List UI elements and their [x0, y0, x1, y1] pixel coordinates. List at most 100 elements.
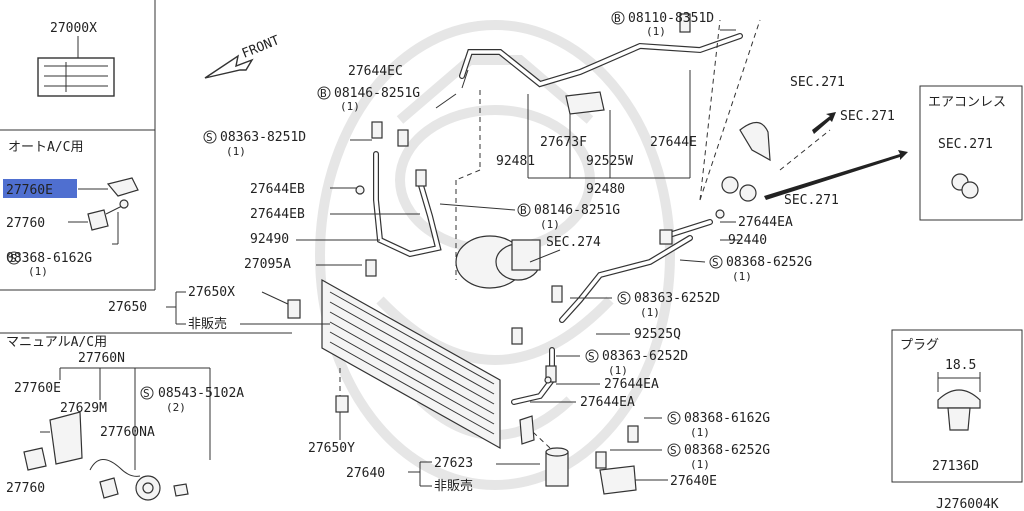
label-27644ea-3: 27644EA — [580, 395, 635, 410]
bolt-icon-3 — [415, 169, 427, 187]
label-sec271-c: SEC.271 — [784, 193, 839, 208]
label-27760-auto: 27760 — [6, 216, 45, 231]
s-mark-manual: S — [140, 386, 154, 400]
label-92525w: 92525W — [586, 154, 633, 169]
bracket-icon — [49, 411, 83, 465]
svg-text:S: S — [143, 387, 150, 400]
svg-text:B: B — [520, 204, 527, 217]
bolt-icon-6 — [511, 327, 523, 345]
bracket-icon-27673f — [565, 91, 605, 115]
sensor-bracket-icon — [106, 177, 139, 197]
label-27644e: 27644E — [650, 135, 697, 150]
svg-text:B: B — [320, 87, 327, 100]
qty-08110: (1) — [646, 25, 666, 38]
label-08543: 08543-5102A — [158, 386, 244, 401]
label-27629m: 27629M — [60, 401, 107, 416]
label-sec271-b: SEC.271 — [840, 109, 895, 124]
label-not-sold-1: 非販売 — [188, 316, 227, 332]
label-sticker-27000x: 27000X — [37, 21, 115, 97]
label-27644ec: 27644EC — [348, 64, 403, 79]
label-27760n: 27760N — [78, 351, 125, 366]
label-27644eb-2: 27644EB — [250, 207, 305, 222]
plug-heading: プラグ — [900, 338, 939, 353]
left-panels — [0, 0, 292, 334]
bolt-icon-8 — [627, 425, 639, 443]
label-27760e-auto: 27760E — [6, 183, 53, 198]
label-27640: 27640 — [346, 466, 385, 481]
label-08146-8251g-b: 08146-8251G — [534, 203, 620, 218]
label-92480: 92480 — [586, 182, 625, 197]
no-ac-box: エアコンレス SEC.271 — [919, 85, 1023, 221]
bracket-icon-27640e — [599, 465, 637, 495]
qty-08146-a: (1) — [340, 100, 360, 113]
label-27000x: 27000X — [50, 21, 97, 36]
label-08368-6252g-a: 08368-6252G — [726, 255, 812, 270]
bolt-icon-4 — [365, 259, 377, 277]
o-ring-icon-1 — [721, 176, 739, 194]
svg-text:S: S — [670, 412, 677, 425]
label-08146-8251g-a: 08146-8251G — [334, 86, 420, 101]
label-sec271-a: SEC.271 — [790, 75, 845, 90]
label-08363-6252d-a: 08363-6252D — [634, 291, 720, 306]
label-27760na: 27760NA — [100, 425, 155, 440]
sec271-part-icon — [739, 121, 771, 162]
label-27644eb-1: 27644EB — [250, 182, 305, 197]
label-08363-6252d-b: 08363-6252D — [602, 349, 688, 364]
label-not-sold-2: 非販売 — [434, 478, 473, 494]
plug-icon — [937, 389, 981, 409]
front-arrow: FRONT — [204, 33, 282, 79]
bolt-icon-1 — [371, 121, 383, 139]
label-sec274: SEC.274 — [546, 235, 601, 250]
svg-text:S: S — [10, 252, 17, 265]
label-08368-auto: 08368-6162G — [6, 251, 92, 266]
label-27644ea-1: 27644EA — [738, 215, 793, 230]
compressor-icon — [455, 235, 541, 289]
svg-text:B: B — [614, 12, 621, 25]
label-92481: 92481 — [496, 154, 535, 169]
qty-08368-a: (1) — [732, 270, 752, 283]
label-08110-8351d: 08110-8351D — [628, 11, 714, 26]
label-27650x: 27650X — [188, 285, 235, 300]
label-27760-manual: 27760 — [6, 481, 45, 496]
qty-08146-b: (1) — [540, 218, 560, 231]
plug-part-label: 27136D — [932, 459, 979, 474]
label-08368-6252g-b: 08368-6252G — [684, 443, 770, 458]
screw-icon-manual — [173, 483, 189, 497]
bolt-icon-9 — [595, 451, 607, 469]
sensor-icon — [87, 209, 109, 231]
label-92440: 92440 — [728, 233, 767, 248]
label-27673f: 27673F — [540, 135, 587, 150]
s-mark-auto: S — [7, 251, 21, 265]
no-ac-sec271: SEC.271 — [938, 137, 993, 152]
qty-08363-c: (1) — [608, 364, 628, 377]
bolt-icon-10 — [679, 13, 691, 33]
receiver-drier-icon — [545, 447, 569, 487]
part-labels: B 08110-8351D (1) 27644EC B 08146-8251G … — [108, 11, 895, 494]
front-label: FRONT — [240, 33, 282, 62]
plug-dimension: 18.5 — [945, 358, 976, 373]
label-08363-8251d: 08363-8251D — [220, 130, 306, 145]
auto-ac-heading: オートA/C用 — [8, 140, 83, 155]
o-ring-icon-2 — [739, 184, 757, 202]
svg-text:S: S — [712, 256, 719, 269]
qty-08368-auto: (1) — [28, 265, 48, 278]
label-27644ea-2: 27644EA — [604, 377, 659, 392]
nut-icon-1 — [659, 229, 673, 245]
plug-box: プラグ 18.5 27136D — [891, 329, 1023, 483]
label-27650: 27650 — [108, 300, 147, 315]
svg-text:S: S — [620, 292, 627, 305]
qty-08543: (2) — [166, 401, 186, 414]
bolt-icon-7 — [545, 365, 557, 383]
rubber-mount-icon-1 — [287, 299, 301, 319]
bracket-icon-27623 — [519, 415, 535, 445]
svg-text:S: S — [670, 444, 677, 457]
label-27095a: 27095A — [244, 257, 291, 272]
no-ac-heading: エアコンレス — [928, 95, 1006, 110]
leader-lines — [166, 19, 831, 487]
qty-08363-a: (1) — [226, 145, 246, 158]
label-92525q: 92525Q — [634, 327, 681, 342]
qty-08368-c: (1) — [690, 458, 710, 471]
bolt-icon-2 — [397, 129, 409, 147]
label-27760e-manual: 27760E — [14, 381, 61, 396]
